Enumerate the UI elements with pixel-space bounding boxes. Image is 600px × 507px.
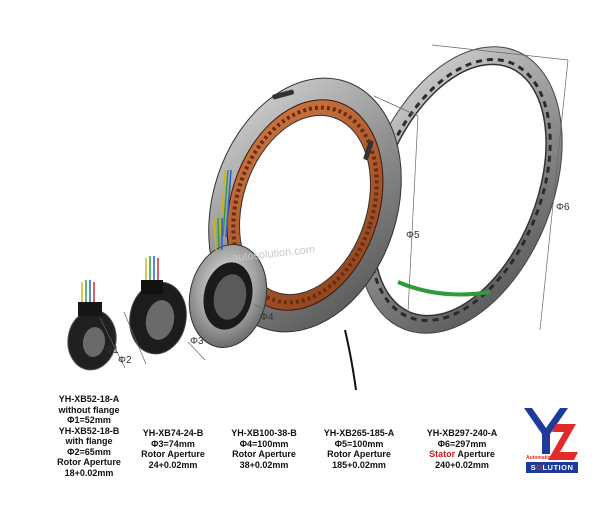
logo-name-o: O xyxy=(536,463,543,472)
spec-xb74: YH-XB74-24-B Φ3=74mm Rotor Aperture 24+0… xyxy=(131,428,215,470)
spec-model: YH-XB100-38-B xyxy=(231,428,297,438)
spec-line: 24+0.02mm xyxy=(148,459,198,470)
spec-line: Rotor Aperture xyxy=(57,457,121,467)
spec-line: Φ2=65mm xyxy=(67,446,111,457)
spec-line: without flange xyxy=(58,404,120,415)
spec-model: YH-XB297-240-A xyxy=(426,428,498,438)
spec-model: YH-XB52-18-B xyxy=(58,425,120,436)
spec-line: 240+0.02mm xyxy=(435,459,489,470)
ring-xb297 xyxy=(357,46,563,334)
ring-xb100 xyxy=(188,217,268,348)
spec-line-rest: Aperture xyxy=(455,449,495,459)
logo-subtitle: Automation xyxy=(526,455,554,461)
spec-line: 18+0.02mm xyxy=(64,467,114,478)
dimension-lines xyxy=(99,44,569,369)
dim-label-d4: Φ4 xyxy=(260,312,274,323)
spec-model: YH-XB265-185-A xyxy=(323,428,395,438)
spec-line: Φ6=297mm xyxy=(437,438,487,449)
ring-xb52 xyxy=(67,280,117,371)
spec-xb100: YH-XB100-38-B Φ4=100mm Rotor Aperture 38… xyxy=(218,428,310,470)
spec-xb297: YH-XB297-240-A Φ6=297mm Stator Aperture … xyxy=(414,428,510,470)
logo-name-rest: LUTION xyxy=(542,463,574,472)
stator-highlight: Stator xyxy=(429,449,456,459)
logo-name: SOLUTION xyxy=(526,462,578,473)
spec-line: Φ4=100mm xyxy=(239,438,289,449)
spec-xb52: YH-XB52-18-A without flange Φ1=52mm YH-X… xyxy=(44,394,134,478)
company-logo xyxy=(524,408,578,460)
dim-label-d2: Φ2 xyxy=(118,355,132,366)
dim-label-d1: Φ1 xyxy=(105,345,119,356)
spec-line: Stator Aperture xyxy=(414,449,510,460)
dim-label-d5: Φ5 xyxy=(406,230,420,241)
spec-model: YH-XB74-24-B xyxy=(142,428,204,438)
logo-name-s: S xyxy=(530,463,537,472)
dim-label-d3: Φ3 xyxy=(190,336,204,347)
spec-model: YH-XB52-18-A xyxy=(58,394,120,404)
spec-line: with flange xyxy=(65,436,113,446)
spec-line: Φ5=100mm xyxy=(334,438,384,449)
ring-xb74 xyxy=(129,256,187,355)
spec-line: 38+0.02mm xyxy=(239,459,289,470)
spec-line: 185+0.02mm xyxy=(332,459,386,470)
spec-line: Φ3=74mm xyxy=(151,438,195,449)
spec-xb265: YH-XB265-185-A Φ5=100mm Rotor Aperture 1… xyxy=(310,428,408,470)
spec-line: Φ1=52mm xyxy=(67,415,111,425)
spec-line: Rotor Aperture xyxy=(141,449,205,459)
spec-line: Rotor Aperture xyxy=(232,449,296,459)
spec-line: Rotor Aperture xyxy=(327,449,391,459)
dim-label-d6: Φ6 xyxy=(556,202,570,213)
